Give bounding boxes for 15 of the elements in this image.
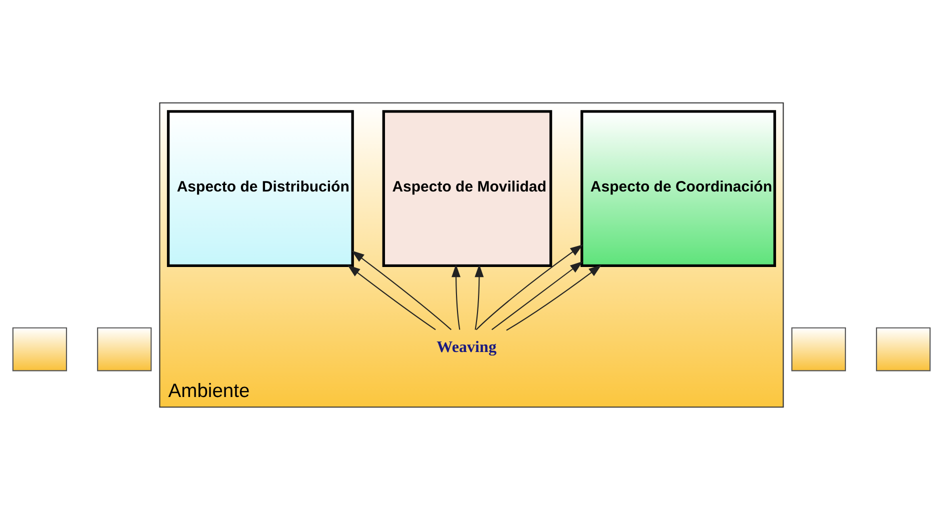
node-box: Aspecto de Movilidad <box>382 110 552 268</box>
arrow <box>492 261 583 330</box>
arrow <box>347 264 436 330</box>
arrow <box>506 264 602 331</box>
node-box: Aspecto de Coordinación <box>580 110 776 268</box>
node-box <box>876 327 931 372</box>
node-box <box>791 327 846 372</box>
node-box <box>97 327 152 372</box>
node-text: Weaving <box>436 338 496 356</box>
node-box: Aspecto de Distribución <box>166 110 354 268</box>
arrow <box>351 250 452 330</box>
arrow <box>476 244 584 330</box>
node-box <box>12 327 68 372</box>
arrow <box>452 264 461 330</box>
arrow <box>474 264 484 330</box>
